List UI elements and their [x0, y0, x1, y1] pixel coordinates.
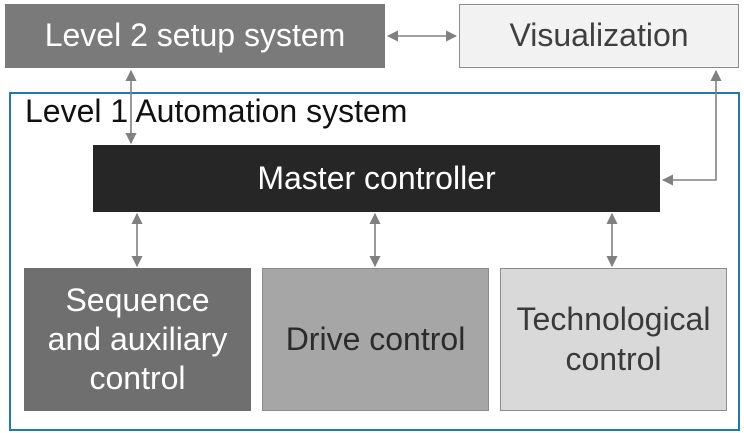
master-controller-box: Master controller: [93, 145, 660, 212]
automation-system-frame: [9, 92, 740, 431]
drive-control-box: Drive control: [262, 268, 489, 411]
technological-label-line1: Technological: [516, 301, 711, 338]
automation-system-title: Level 1 Automation system: [25, 93, 408, 129]
visualization-label: Visualization: [509, 17, 689, 54]
sequence-label-line1: Sequence: [65, 281, 210, 318]
level2-setup-system-label: Level 2 setup system: [44, 17, 346, 54]
master-controller-label: Master controller: [257, 159, 496, 196]
sequence-auxiliary-control-box: Sequence and auxiliary control: [24, 268, 251, 411]
sequence-label-line2: and auxiliary: [47, 320, 228, 357]
visualization-box: Visualization: [459, 4, 739, 68]
sequence-label-line3: control: [89, 360, 186, 397]
technological-label-line2: control: [565, 340, 662, 377]
technological-control-box: Technological control: [500, 268, 727, 411]
level2-setup-system-box: Level 2 setup system: [5, 4, 385, 68]
drive-control-label: Drive control: [285, 320, 466, 357]
